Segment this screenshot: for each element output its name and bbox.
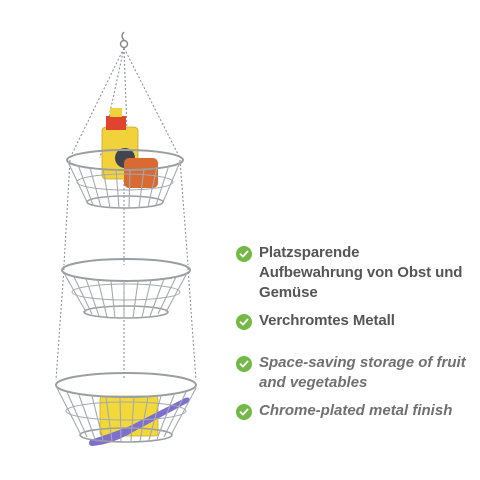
basket-bottom bbox=[55, 372, 197, 446]
check-icon bbox=[236, 246, 252, 262]
hanging-basket-image bbox=[55, 31, 197, 446]
feature-text: Space-saving storage of fruit and vegeta… bbox=[259, 354, 466, 391]
feature-item: Chrome-plated metal finish bbox=[236, 401, 466, 421]
basket-top bbox=[66, 108, 184, 209]
feature-item: Verchromtes Metall bbox=[236, 311, 466, 331]
feature-text: Verchromtes Metall bbox=[259, 312, 395, 329]
basket-middle bbox=[61, 258, 191, 319]
check-icon bbox=[236, 314, 252, 330]
feature-item: Platzsparende Aufbewahrung von Obst und … bbox=[236, 243, 466, 303]
hook-icon bbox=[119, 31, 129, 49]
chain bbox=[55, 159, 197, 381]
feature-text: Platzsparende Aufbewahrung von Obst und … bbox=[259, 244, 463, 301]
feature-item: Space-saving storage of fruit and vegeta… bbox=[236, 353, 466, 393]
feature-text: Chrome-plated metal finish bbox=[259, 402, 453, 419]
check-icon bbox=[236, 356, 252, 372]
feature-list: Platzsparende Aufbewahrung von Obst und … bbox=[236, 243, 466, 421]
check-icon bbox=[236, 404, 252, 420]
